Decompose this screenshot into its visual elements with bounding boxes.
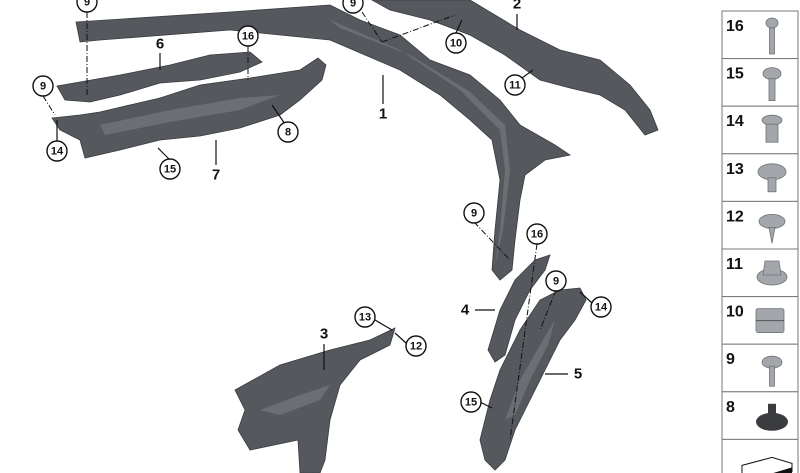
part-1-wheel-arch-support[interactable]: [75, 4, 572, 281]
legend-number: 9: [726, 351, 735, 368]
callout-9[interactable]: 9: [463, 202, 485, 224]
callout-15[interactable]: 15: [159, 158, 181, 180]
part-number-label: 6: [156, 36, 164, 53]
legend-item-10[interactable]: 10: [721, 296, 799, 345]
callout-label: 9: [40, 81, 46, 93]
grommet-icon: [756, 403, 788, 431]
legend-number: 10: [726, 304, 744, 321]
callout-12[interactable]: 12: [405, 335, 427, 357]
callout-label: 14: [51, 146, 64, 158]
part-number-label: 7: [212, 167, 220, 184]
legend-number: 11: [726, 256, 743, 273]
part-7-bracket[interactable]: [51, 57, 327, 159]
callout-11[interactable]: 11: [504, 74, 526, 96]
callout-9[interactable]: 9: [545, 270, 567, 292]
screw-flange-icon: [762, 67, 782, 101]
callout-label: 14: [595, 302, 608, 314]
callout-9[interactable]: 9: [76, 0, 98, 13]
callout-label: 16: [242, 31, 254, 43]
legend-item-14[interactable]: 14: [721, 105, 799, 155]
callout-15[interactable]: 15: [460, 391, 482, 413]
legend-item-12[interactable]: 12: [721, 200, 799, 250]
hardware-legend: 16 15 14 13 12 11 10 9 8: [721, 10, 799, 473]
legend-item-13[interactable]: 13: [721, 153, 799, 202]
part-number-label: 3: [320, 326, 328, 343]
callout-label: 16: [531, 229, 543, 241]
plastic-rivet-icon: [757, 163, 787, 193]
callout-label: 9: [471, 208, 477, 220]
legend-item-11[interactable]: 11: [721, 248, 799, 298]
callout-label: 9: [553, 276, 559, 288]
legend-item-shim[interactable]: [721, 438, 799, 473]
legend-number: 8: [726, 399, 735, 416]
callout-10[interactable]: 10: [445, 32, 467, 54]
callout-label: 10: [450, 38, 462, 50]
clip-nut-icon: [755, 308, 785, 334]
part-number-label: 4: [461, 302, 470, 319]
legend-item-9[interactable]: 9: [721, 343, 799, 393]
legend-number: 13: [726, 161, 744, 178]
leader-lines: [42, 11, 593, 441]
callout-label: 8: [285, 127, 291, 139]
callout-16[interactable]: 16: [237, 25, 259, 47]
callout-13[interactable]: 13: [354, 306, 376, 328]
expanding-nut-icon: [761, 114, 783, 143]
collar-screw-icon: [758, 213, 786, 244]
callout-label: 15: [465, 397, 477, 409]
legend-number: 14: [726, 113, 744, 130]
part-number-label: 1: [379, 106, 387, 123]
callout-label: 15: [164, 164, 176, 176]
callout-label: 9: [350, 0, 356, 10]
part-6-strip[interactable]: [56, 51, 263, 103]
callout-8[interactable]: 8: [277, 121, 299, 143]
callout-14[interactable]: 14: [46, 140, 68, 162]
part-number-label: 5: [574, 366, 582, 383]
part-2-upper-bracket[interactable]: [371, 0, 659, 136]
legend-number: 15: [726, 66, 744, 83]
shim-icon: [741, 456, 793, 473]
part-number-label: 2: [513, 0, 521, 13]
legend-number: 12: [726, 208, 744, 225]
part-4-strip[interactable]: [487, 254, 551, 363]
legend-item-8[interactable]: 8: [721, 391, 799, 440]
callout-9[interactable]: 9: [32, 75, 54, 97]
callout-14[interactable]: 14: [590, 296, 612, 318]
callout-label: 13: [359, 312, 371, 324]
legend-number: 16: [726, 18, 744, 35]
callout-16[interactable]: 16: [526, 223, 548, 245]
hex-collar-nut-icon: [756, 260, 788, 286]
legend-item-16[interactable]: 16: [721, 10, 799, 60]
callout-9[interactable]: 9: [342, 0, 364, 14]
screw-long-icon: [765, 17, 779, 55]
legend-item-15[interactable]: 15: [721, 58, 799, 107]
callout-label: 12: [410, 341, 422, 353]
hex-screw-icon: [761, 355, 783, 387]
part-3-shield[interactable]: [234, 327, 396, 473]
part-5-bracket[interactable]: [479, 287, 587, 471]
callout-label: 11: [509, 80, 521, 92]
callout-label: 9: [84, 0, 90, 9]
